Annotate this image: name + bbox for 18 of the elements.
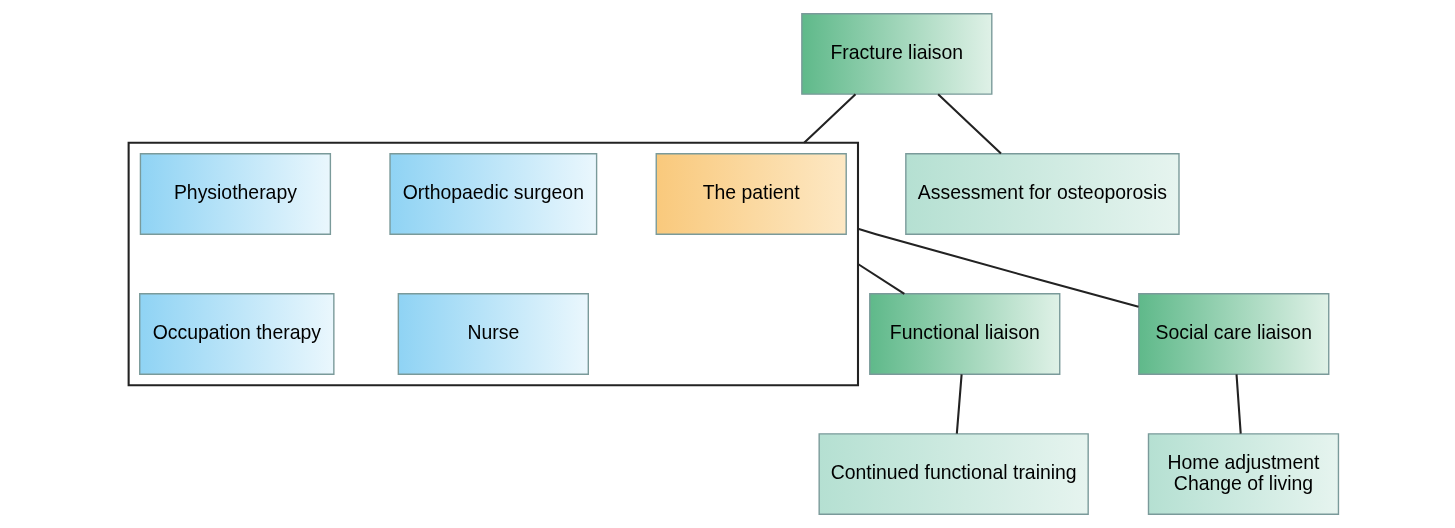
node-box: Physiotherapy	[139, 153, 331, 235]
cluster	[127, 141, 859, 387]
node-box: The patient	[655, 153, 847, 235]
node-box: Assessment for osteoporosis	[904, 153, 1180, 235]
node-box: Continued functional training	[817, 433, 1089, 515]
node-box: Social care liaison	[1137, 293, 1329, 375]
node-box: Nurse	[397, 293, 589, 375]
connector	[856, 263, 905, 295]
connector	[955, 374, 963, 434]
connector	[802, 93, 856, 144]
node-box: Home adjustment Change of living	[1147, 433, 1339, 515]
connector	[1235, 374, 1242, 434]
connector	[857, 227, 1139, 308]
node-box: Occupation therapy	[138, 293, 335, 375]
node-box: Orthopaedic surgeon	[388, 153, 597, 235]
node-box: Functional liaison	[868, 293, 1060, 375]
connector	[936, 93, 1002, 155]
node-box: Fracture liaison	[800, 13, 992, 95]
